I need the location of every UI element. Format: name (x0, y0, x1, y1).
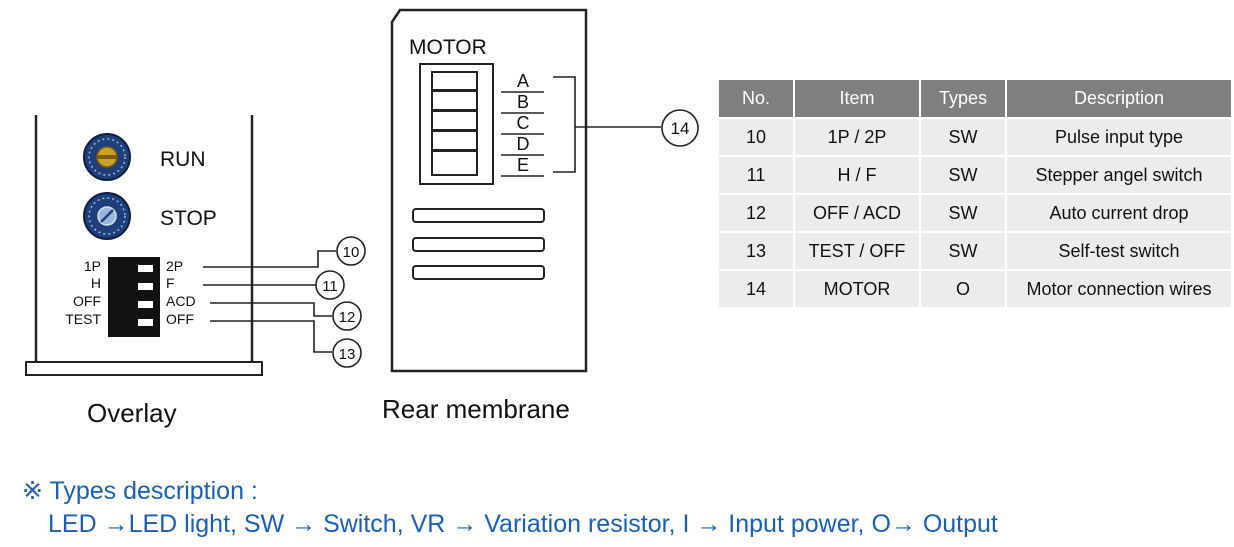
switch-label-h: H (91, 275, 101, 291)
cell-no: 10 (719, 117, 793, 155)
cell-description: Self-test switch (1005, 231, 1231, 269)
svg-text:13: 13 (339, 346, 356, 363)
switch-label-off-right: OFF (166, 311, 194, 327)
svg-text:14: 14 (671, 119, 690, 138)
callout-11: 11 (315, 270, 345, 300)
svg-text:12: 12 (339, 309, 356, 326)
cell-type: SW (919, 231, 1005, 269)
connector-pin-c: C (517, 113, 530, 133)
callout-14: 14 (661, 109, 699, 147)
overlay-leader-lines (203, 250, 336, 353)
cell-type: SW (919, 117, 1005, 155)
run-label: RUN (160, 148, 206, 171)
table-row: 12 OFF / ACD SW Auto current drop (719, 193, 1231, 231)
dip-switch-block[interactable] (108, 257, 160, 337)
connector-pin-a: A (517, 71, 529, 91)
connector-pin-d: D (517, 134, 530, 154)
cell-type: SW (919, 155, 1005, 193)
cell-type: SW (919, 193, 1005, 231)
switch-label-off-left: OFF (73, 293, 101, 309)
run-knob-icon[interactable] (83, 133, 131, 181)
col-header-item: Item (793, 80, 919, 117)
rear-slots (412, 208, 545, 280)
table-header-row: No. Item Types Description (719, 80, 1231, 117)
stop-knob-icon[interactable] (83, 192, 131, 240)
cell-description: Motor connection wires (1005, 269, 1231, 307)
cell-description: Stepper angel switch (1005, 155, 1231, 193)
callout-10: 10 (336, 236, 366, 266)
switch-label-acd: ACD (166, 293, 196, 309)
callout-13: 13 (332, 338, 362, 368)
table-row: 13 TEST / OFF SW Self-test switch (719, 231, 1231, 269)
cell-item: TEST / OFF (793, 231, 919, 269)
types-note-body: LED →LED light, SW → Switch, VR → Variat… (48, 510, 998, 538)
motor-connector[interactable] (419, 63, 544, 185)
cell-item: 1P / 2P (793, 117, 919, 155)
connector-pin-b: B (517, 92, 529, 112)
table-row: 10 1P / 2P SW Pulse input type (719, 117, 1231, 155)
cell-no: 14 (719, 269, 793, 307)
rear-membrane-caption: Rear membrane (382, 394, 570, 424)
cell-no: 13 (719, 231, 793, 269)
cell-type: O (919, 269, 1005, 307)
rear-leader-lines (553, 76, 661, 173)
cell-no: 12 (719, 193, 793, 231)
svg-text:11: 11 (322, 278, 338, 295)
switch-label-test: TEST (65, 311, 101, 327)
rear-membrane-panel (390, 8, 588, 373)
cell-item: OFF / ACD (793, 193, 919, 231)
table-row: 11 H / F SW Stepper angel switch (719, 155, 1231, 193)
switch-label-2p: 2P (166, 258, 183, 274)
overlay-caption: Overlay (87, 398, 177, 428)
cell-item: H / F (793, 155, 919, 193)
cell-no: 11 (719, 155, 793, 193)
table-row: 14 MOTOR O Motor connection wires (719, 269, 1231, 307)
motor-label: MOTOR (409, 36, 487, 59)
col-header-types: Types (919, 80, 1005, 117)
switch-label-f: F (166, 275, 175, 291)
stop-label: STOP (160, 207, 217, 230)
col-header-description: Description (1005, 80, 1231, 117)
svg-text:10: 10 (343, 244, 360, 261)
cell-description: Pulse input type (1005, 117, 1231, 155)
cell-description: Auto current drop (1005, 193, 1231, 231)
cell-item: MOTOR (793, 269, 919, 307)
types-note-title: ※ Types description : (22, 477, 258, 505)
connector-pin-e: E (517, 155, 529, 175)
switch-label-1p: 1P (84, 258, 101, 274)
col-header-no: No. (719, 80, 793, 117)
callout-12: 12 (332, 301, 362, 331)
spec-table: No. Item Types Description 10 1P / 2P SW… (719, 80, 1231, 307)
